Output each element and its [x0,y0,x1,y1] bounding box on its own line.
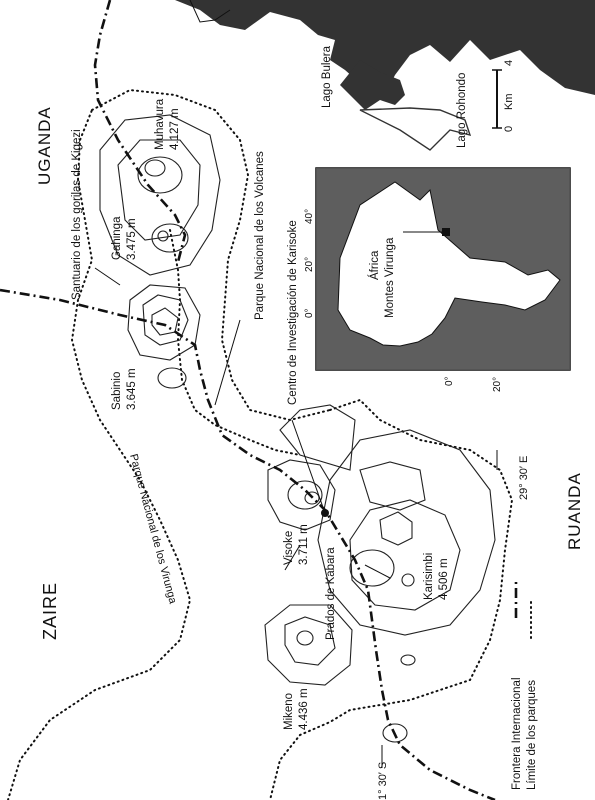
coord-lon-text: 29° 30′ E [518,456,530,500]
volcano-muhavura: Muhavura 4.127 m [154,98,181,150]
volcano-name: Karisimbi [423,553,435,600]
label-virunga: Parque Nacional de los Virunga [127,453,179,606]
inset-lon-tick-0: 0° [304,308,315,318]
volcano-mikeno: Mikeno 4.436 m [283,688,310,730]
scale-bar: 4 Km 0 [492,60,515,132]
inset-africa-label: África [368,250,381,280]
volcano-name: Muhavura [154,98,166,150]
inset-virunga-label: Montes Virunga [384,237,396,318]
label-kabara: Prados de Kabara [325,547,337,640]
coord-lat-text: 1° 30′ S [377,762,389,800]
label-lago-rohondo: Lago Rohondo [456,73,468,148]
scale-zero: 0 [503,126,515,132]
legend-parks-label: Límite de los parques [526,680,538,790]
volcano-height: 3.711 m [298,524,310,565]
inset-map: África Montes Virunga 0° 20° 40° 0° 20° [304,167,571,392]
park-boundaries [7,88,514,800]
inset-lon-tick-40: 40° [304,209,315,224]
lakes-area [175,0,595,151]
volcano-height: 3.475 m [126,218,138,260]
volcano-gahinga: Gahinga 3.475 m [111,216,138,260]
inset-lat-tick-0: 0° [444,376,455,386]
volcano-name: Sabinio [111,372,123,410]
legend: Frontera Internacional Límite de los par… [511,578,538,790]
volcano-name: Gahinga [111,216,123,260]
country-uganda: UGANDA [35,106,54,185]
scale-unit: Km [503,94,515,111]
inset-lon-tick-20: 20° [304,257,315,272]
africa-shape [337,181,561,347]
international-border [0,0,496,800]
volcano-name: Mikeno [283,693,295,730]
volcano-height: 4.506 m [438,558,450,600]
volcano-sabinio: Sabinio 3.645 m [111,368,138,410]
volcano-height: 3.645 m [126,368,138,410]
label-kigezi: Santuario de los gorilas de Kigezi [71,129,83,300]
legend-border-label: Frontera Internacional [511,677,523,790]
label-karisoke: Centro de Investigación de Karisoke [287,220,299,405]
volcano-karisimbi: Karisimbi 4.506 m [423,553,450,600]
coord-lat: 1° 30′ S [377,745,389,800]
volcano-height: 4.127 m [169,108,181,150]
volcano-visoke: Visoke 3.711 m [283,524,310,565]
country-ruanda: RUANDA [565,472,584,550]
inset-lat-tick-20: 20° [492,377,503,392]
country-zaire: ZAIRE [40,582,60,640]
volcano-name: Visoke [283,531,295,565]
volcano-height: 4.436 m [298,688,310,730]
label-volcanes: Parque Nacional de los Volcanes [254,151,266,320]
label-lago-bulera: Lago Bulera [321,45,333,108]
coord-lon: 29° 30′ E [496,450,530,500]
scale-max: 4 [503,60,515,66]
